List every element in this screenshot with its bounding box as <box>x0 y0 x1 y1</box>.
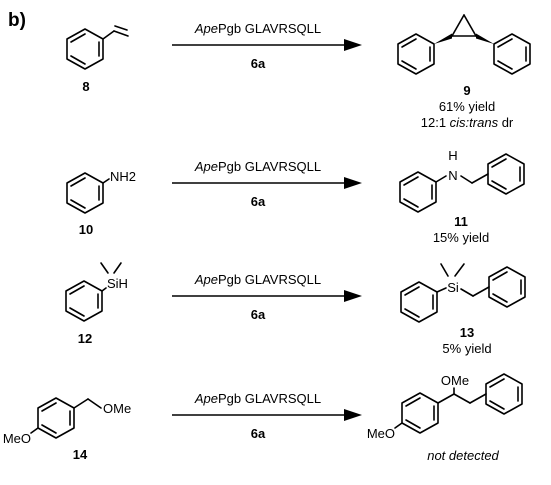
arrowhead <box>344 290 362 302</box>
reagent-label: 6a <box>251 426 266 441</box>
methoxy-group: MeO <box>3 431 31 446</box>
silyl-group: SiH <box>107 276 128 291</box>
yield-text: 61% yield <box>439 99 495 114</box>
ether-group: OMe <box>103 401 131 416</box>
product-number: 13 <box>460 325 474 340</box>
reagent-label: 6a <box>251 56 266 71</box>
reagent-label: 6a <box>251 194 266 209</box>
arrowhead <box>344 39 362 51</box>
reaction-4: MeO OMe 14 ApePgb GLAVRSQLL 6a OMe MeO n… <box>3 373 523 463</box>
amine-group: NH2 <box>110 169 136 184</box>
catalyst-label: ApePgb GLAVRSQLL <box>194 159 321 174</box>
reaction-2: NH2 10 ApePgb GLAVRSQLL 6a H N 11 15% yi… <box>66 148 525 245</box>
amine-n-label: N <box>448 168 457 183</box>
catalyst-label: ApePgb GLAVRSQLL <box>194 21 321 36</box>
cyclopropane-structure <box>397 14 531 75</box>
reaction-1: 8 ApePgb GLAVRSQLL 6a 9 61% yield 12:1 c… <box>66 14 531 130</box>
arrowhead <box>344 177 362 189</box>
yield-text: 5% yield <box>442 341 491 356</box>
styrene-structure <box>66 25 129 70</box>
methoxybenzyl-ether-structure <box>30 397 102 439</box>
catalyst-label: ApePgb GLAVRSQLL <box>194 391 321 406</box>
not-detected-text: not detected <box>427 448 499 463</box>
product-number: 9 <box>463 83 470 98</box>
reactant-number: 8 <box>82 79 89 94</box>
reactant-number: 12 <box>78 331 92 346</box>
benzylsilane-structure <box>400 263 526 323</box>
benzylaniline-structure <box>399 153 525 213</box>
silicon-label: Si <box>447 280 459 295</box>
arrowhead <box>344 409 362 421</box>
dr-text: 12:1 cis:trans dr <box>421 115 514 130</box>
panel-label: b) <box>8 10 26 31</box>
aniline-structure <box>66 172 110 214</box>
product-methoxy-left: MeO <box>367 426 395 441</box>
reagent-label: 6a <box>251 307 266 322</box>
product-methoxy-top: OMe <box>441 373 469 388</box>
yield-text: 15% yield <box>433 230 489 245</box>
expected-ether-product-structure <box>394 373 523 434</box>
catalyst-label: ApePgb GLAVRSQLL <box>194 272 321 287</box>
product-number: 11 <box>454 214 468 229</box>
amine-h-label: H <box>448 148 457 163</box>
reaction-3: SiH 12 ApePgb GLAVRSQLL 6a Si 13 5% yiel… <box>65 262 526 356</box>
silane-structure <box>65 262 122 322</box>
reactant-number: 14 <box>73 447 88 462</box>
reactant-number: 10 <box>79 222 93 237</box>
